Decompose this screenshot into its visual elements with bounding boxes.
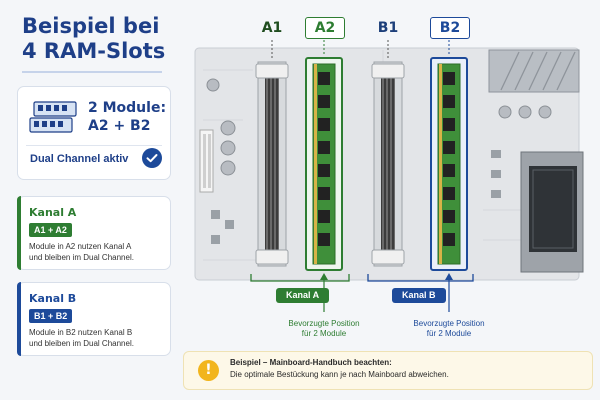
slot-label-b1: B1 bbox=[377, 20, 399, 36]
modules-title-line-2: A2 + B2 bbox=[88, 118, 151, 134]
dual-channel-status: Dual Channel aktiv bbox=[30, 153, 129, 165]
mainboard-diagram: A1 A2 B1 B2 Kanal A Kanal B Bevorzugte P… bbox=[183, 10, 591, 348]
channel-b-accent bbox=[17, 282, 21, 356]
preferred-position-b: Bevorzugte Position für 2 Module bbox=[404, 319, 494, 339]
arrow-up-b-icon bbox=[445, 273, 453, 312]
modules-title-line-1: 2 Module: bbox=[88, 100, 167, 116]
slot-b2 bbox=[430, 57, 468, 271]
channel-a-badge: A1 + A2 bbox=[29, 223, 72, 237]
channel-b-bracket bbox=[367, 274, 474, 282]
pref-a-line-2: für 2 Module bbox=[301, 329, 347, 338]
slot-label-a1: A1 bbox=[261, 20, 283, 36]
channel-b-description: Module in B2 nutzen Kanal B und bleiben … bbox=[29, 327, 167, 349]
channel-b-badge: B1 + B2 bbox=[29, 309, 73, 323]
title-line-2: 4 RAM-Slots bbox=[22, 39, 166, 63]
check-circle-icon bbox=[142, 148, 162, 168]
channel-b-title: Kanal B bbox=[29, 292, 77, 305]
kanal-b-pill: Kanal B bbox=[392, 288, 446, 303]
modules-card: 2 Module: A2 + B2 Dual Channel aktiv bbox=[17, 86, 171, 180]
page-title: Beispiel bei 4 RAM-Slots bbox=[22, 14, 172, 64]
channel-a-title: Kanal A bbox=[29, 206, 77, 219]
channel-a-card: Kanal A A1 + A2 Module in A2 nutzen Kana… bbox=[17, 196, 171, 270]
slot-a2 bbox=[305, 57, 343, 271]
channel-a-desc-line-1: Module in A2 nutzen Kanal A bbox=[29, 242, 132, 251]
pref-a-line-1: Bevorzugte Position bbox=[288, 319, 360, 328]
channel-b-desc-line-1: Module in B2 nutzen Kanal B bbox=[29, 328, 133, 337]
hint-title: Beispiel – Mainboard-Handbuch beachten: bbox=[230, 358, 392, 367]
hint-text: Die optimale Bestückung kann je nach Mai… bbox=[230, 370, 449, 379]
modules-title: 2 Module: A2 + B2 bbox=[88, 99, 168, 135]
preferred-position-a: Bevorzugte Position für 2 Module bbox=[279, 319, 369, 339]
heatsink bbox=[488, 49, 580, 93]
ram-modules-icon bbox=[29, 101, 77, 133]
title-divider bbox=[22, 71, 162, 73]
kanal-a-pill: Kanal A bbox=[276, 288, 330, 303]
pref-b-line-1: Bevorzugte Position bbox=[413, 319, 485, 328]
channel-a-accent bbox=[17, 196, 21, 270]
channel-a-desc-line-2: und bleiben im Dual Channel. bbox=[29, 253, 134, 262]
modules-divider bbox=[26, 145, 162, 146]
channel-b-card: Kanal B B1 + B2 Module in B2 nutzen Kana… bbox=[17, 282, 171, 356]
slot-label-a2: A2 bbox=[305, 17, 345, 39]
title-line-1: Beispiel bei bbox=[22, 14, 160, 38]
cpu-socket bbox=[520, 151, 584, 273]
warning-icon: ! bbox=[198, 360, 219, 381]
mainboard-illustration bbox=[194, 40, 584, 312]
channel-a-bracket bbox=[250, 274, 350, 282]
manual-hint-box: ! Beispiel – Mainboard-Handbuch beachten… bbox=[183, 351, 593, 390]
channel-a-description: Module in A2 nutzen Kanal A und bleiben … bbox=[29, 241, 167, 263]
slot-label-b2: B2 bbox=[430, 17, 470, 39]
pref-b-line-2: für 2 Module bbox=[426, 329, 472, 338]
slot-a1 bbox=[255, 61, 289, 267]
channel-b-desc-line-2: und bleiben im Dual Channel. bbox=[29, 339, 134, 348]
slot-b1 bbox=[371, 61, 405, 267]
